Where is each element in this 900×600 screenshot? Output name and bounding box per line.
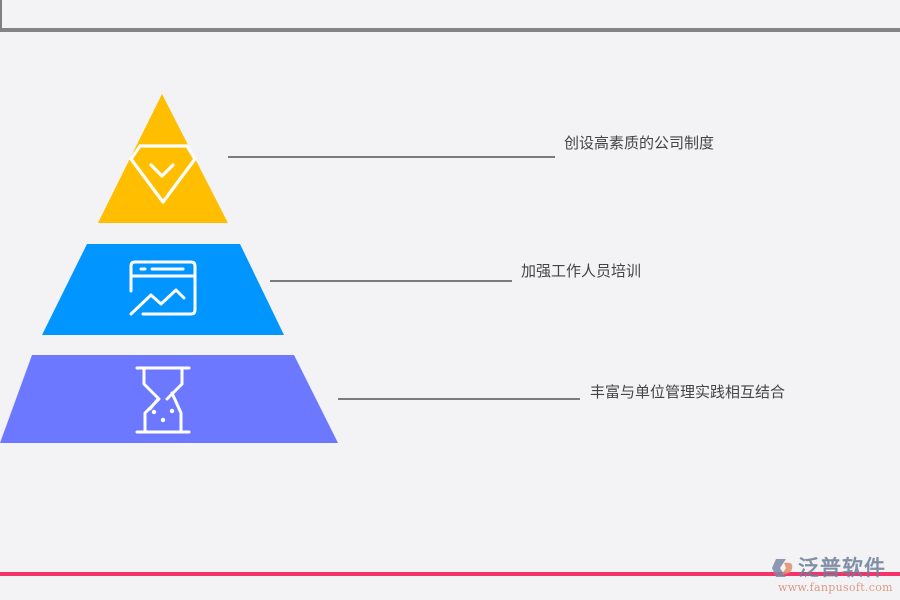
browser-chart-icon <box>129 260 197 316</box>
pyramid-tier-2 <box>42 244 284 335</box>
watermark-name: 泛普软件 <box>798 556 886 580</box>
bottom-accent-rule <box>0 572 900 576</box>
top-divider <box>0 28 900 32</box>
tier-2-label: 加强工作人员培训 <box>521 262 642 280</box>
top-frame <box>0 0 900 28</box>
tier-1-label: 创设高素质的公司制度 <box>564 134 715 152</box>
hourglass-icon <box>135 366 191 434</box>
diamond-check-icon <box>129 144 197 204</box>
pyramid-tier-1 <box>98 94 228 223</box>
watermark-url: www.fanpusoft.com <box>778 581 893 594</box>
connector-line-tier-2 <box>270 280 512 282</box>
connector-line-tier-3 <box>338 398 580 400</box>
hourglass-sand-icon <box>151 408 175 423</box>
connector-line-tier-1 <box>228 156 555 158</box>
tier-3-label: 丰富与单位管理实践相互结合 <box>590 383 786 401</box>
fanpu-logo-icon <box>772 559 793 577</box>
watermark-logo: 泛普软件 www.fanpusoft.com <box>770 552 895 598</box>
pyramid-tier-3 <box>0 355 338 443</box>
